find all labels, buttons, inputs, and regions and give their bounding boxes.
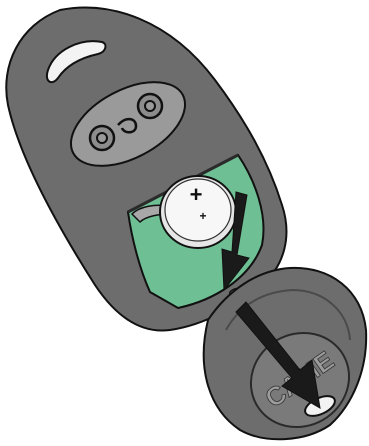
button-right [138,94,162,118]
battery-polarity-small: + [199,209,206,223]
button-left [90,126,114,150]
coin-cell-battery: + + [160,176,236,248]
battery-polarity-main: + [190,182,203,207]
